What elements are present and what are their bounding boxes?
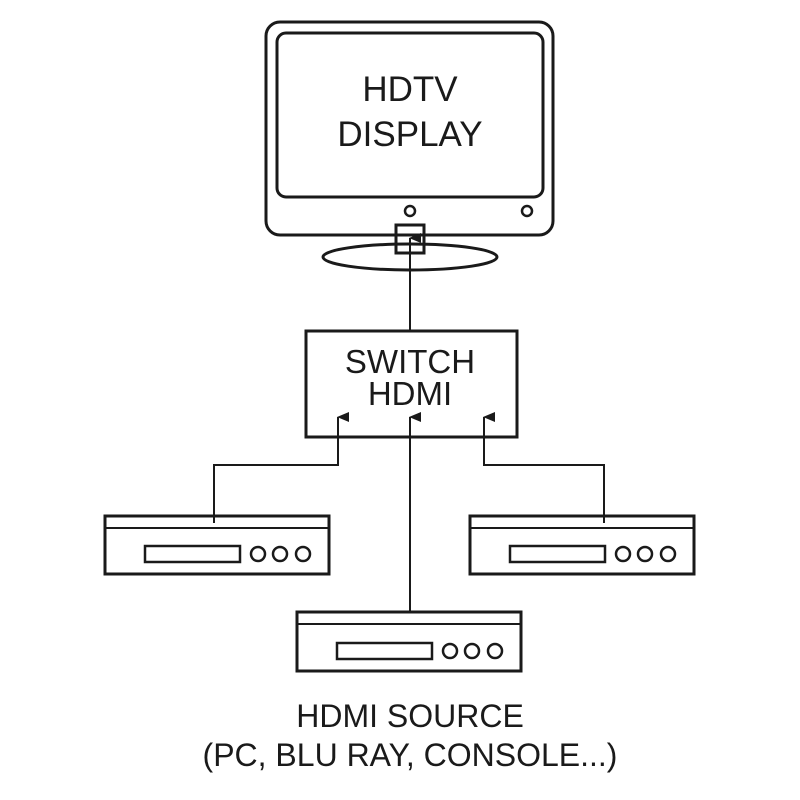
device-left-button-3	[294, 545, 312, 563]
source-caption-line1: HDMI SOURCE	[296, 698, 524, 734]
connections	[213, 233, 605, 612]
source-device-center-icon	[295, 610, 523, 673]
device-left-button-2	[271, 545, 289, 563]
switch-label-line1: SWITCH	[345, 343, 475, 380]
device-right-body	[468, 514, 696, 576]
device-center-disc-slot	[335, 641, 434, 661]
device-right-button-2	[636, 545, 654, 563]
monitor-button-right	[520, 204, 534, 218]
monitor-button-left	[403, 204, 417, 218]
display-label-line1: HDTV	[362, 70, 458, 109]
device-right-disc-slot	[508, 544, 607, 564]
device-center-button-1	[441, 642, 459, 660]
arrow-right-source-to-switch	[483, 412, 605, 523]
device-center-button-2	[463, 642, 481, 660]
device-left-disc-slot	[143, 544, 242, 564]
switch-box-outline	[304, 329, 519, 439]
device-left-button-1	[249, 545, 267, 563]
device-left-body	[103, 514, 331, 576]
device-center-body	[295, 610, 523, 673]
arrow-left-source-to-switch	[213, 412, 349, 523]
monitor-screen	[275, 31, 545, 199]
device-center-button-3	[486, 642, 504, 660]
display-label-line2: DISPLAY	[337, 115, 482, 154]
source-device-left-icon	[103, 514, 331, 576]
device-right-button-1	[614, 545, 632, 563]
hdtv-monitor-icon: HDTV DISPLAY	[264, 20, 555, 272]
hdmi-switch-box: SWITCH HDMI	[304, 329, 519, 439]
switch-label-line2: HDMI	[368, 375, 452, 412]
source-caption-line2: (PC, BLU RAY, CONSOLE...)	[203, 737, 618, 773]
source-device-right-icon	[468, 514, 696, 576]
device-right-button-3	[659, 545, 677, 563]
